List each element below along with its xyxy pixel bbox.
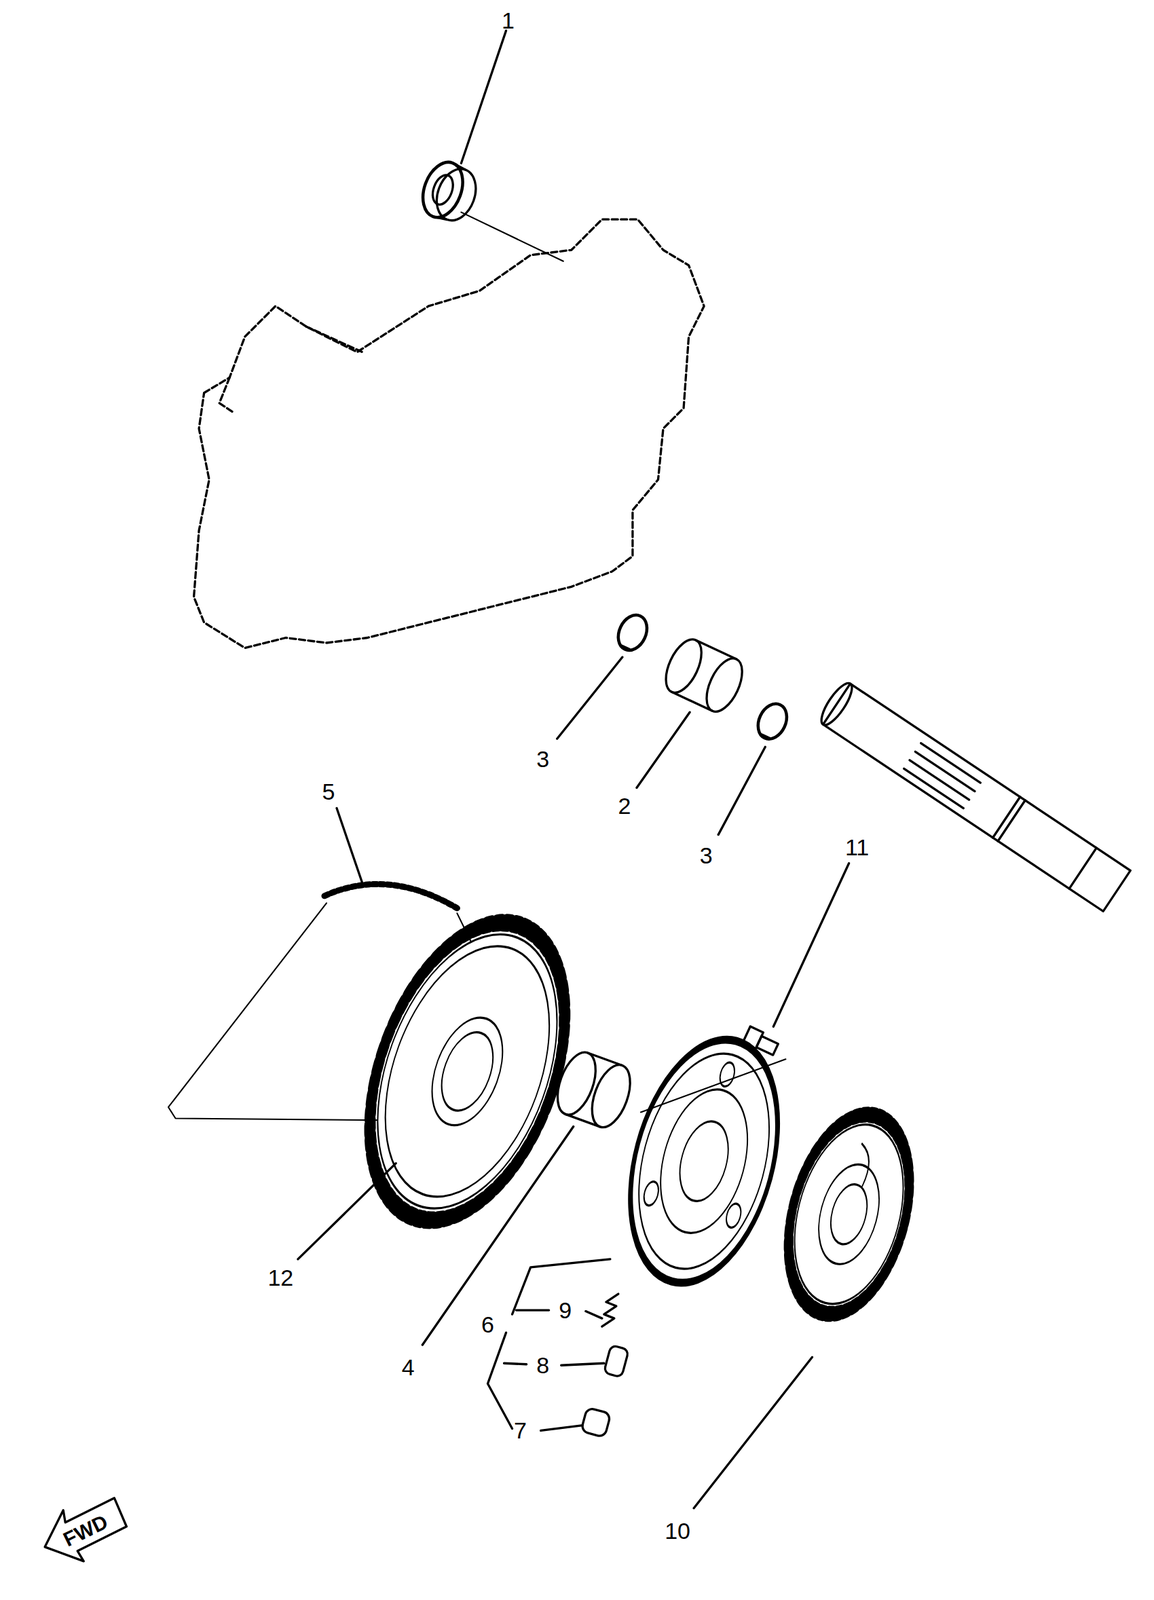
leader-line (541, 1311, 605, 1431)
callout-number: 7 (513, 1418, 527, 1442)
chain (324, 883, 457, 908)
callout-number: 11 (845, 835, 869, 859)
callout-number: 3 (699, 843, 713, 867)
assembly-line (460, 212, 563, 262)
leader-line (773, 863, 849, 1028)
callout-number: 10 (664, 1519, 691, 1543)
callout-number: 3 (536, 747, 550, 771)
callout-number: 2 (617, 794, 631, 818)
collar (549, 1047, 638, 1133)
callout-number: 12 (267, 1266, 294, 1290)
callout-number: 1 (501, 8, 515, 32)
callout-number: 6 (481, 1312, 495, 1336)
spring (602, 1293, 619, 1327)
starter-gear (768, 1101, 930, 1328)
callout-number: 4 (401, 1355, 415, 1379)
starter-clutch (605, 1022, 803, 1299)
circlip (612, 610, 653, 656)
leader-line (557, 657, 766, 835)
leader-line (422, 1126, 573, 1346)
crankcase-outline (194, 219, 705, 648)
leader-line (693, 1356, 812, 1508)
oil-seal (416, 156, 484, 229)
circlip (752, 699, 793, 744)
callout-number: 8 (536, 1353, 550, 1377)
leader-line (460, 30, 506, 163)
forward-arrow (44, 1498, 127, 1562)
direction-label: FWD (60, 1511, 112, 1550)
sprocket-gear (332, 896, 603, 1247)
case-detail (219, 326, 362, 414)
leader-line (298, 1163, 396, 1260)
plunger (603, 1344, 629, 1378)
sleeve (658, 634, 750, 717)
callout-number: 9 (558, 1298, 572, 1322)
cap (581, 1407, 611, 1438)
shaft (816, 679, 1131, 912)
leader-line (336, 808, 364, 886)
group-bracket (487, 1259, 610, 1429)
callout-number: 5 (322, 779, 336, 804)
